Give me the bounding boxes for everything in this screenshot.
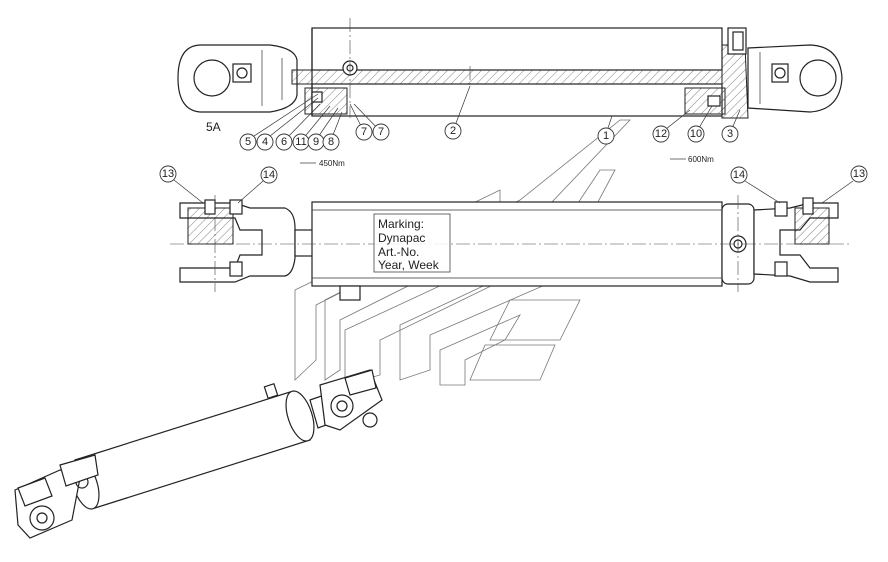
svg-text:11: 11 (295, 136, 306, 148)
svg-text:1: 1 (603, 130, 609, 142)
torque-note-right: 600Nm (688, 155, 714, 164)
callout-1: 1 (597, 127, 615, 145)
callout-4: 4 (256, 133, 274, 151)
svg-text:2: 2 (450, 125, 456, 137)
svg-text:14: 14 (263, 169, 275, 181)
callout-7a: 7 (355, 123, 373, 141)
svg-text:7: 7 (378, 126, 384, 138)
marking-line-4: Year, Week (378, 258, 440, 272)
callout-2: 2 (444, 122, 462, 140)
callout-5: 5 (239, 133, 257, 151)
marking-line-1: Marking: (378, 217, 424, 231)
svg-text:13: 13 (162, 168, 174, 180)
section-view-top (177, 18, 843, 119)
callout-10: 10 (687, 125, 705, 143)
isometric-view (14, 369, 383, 539)
view-label: 5A (206, 120, 221, 134)
callout-14a: 14 (260, 166, 278, 184)
callout-8: 8 (322, 133, 340, 151)
torque-note-left: 450Nm (319, 159, 345, 168)
svg-text:7: 7 (361, 126, 367, 138)
svg-text:10: 10 (690, 128, 702, 140)
callout-13b: 13 (850, 165, 868, 183)
svg-text:12: 12 (655, 128, 667, 140)
svg-text:9: 9 (313, 136, 319, 148)
exterior-view-middle (170, 195, 850, 301)
marking-line-2: Dynapac (378, 231, 425, 245)
callout-3: 3 (721, 125, 739, 143)
callout-bubbles: 5 4 6 11 9 8 7 7 2 1 12 10 3 13 14 14 13 (159, 122, 868, 184)
svg-text:8: 8 (328, 136, 334, 148)
callout-6: 6 (275, 133, 293, 151)
callout-14b: 14 (730, 166, 748, 184)
callout-13a: 13 (159, 165, 177, 183)
marking-line-3: Art.-No. (378, 245, 419, 259)
callout-9: 9 (307, 133, 325, 151)
svg-text:3: 3 (727, 128, 733, 140)
svg-text:14: 14 (733, 169, 745, 181)
svg-text:13: 13 (853, 168, 865, 180)
callout-7b: 7 (372, 123, 390, 141)
callout-11: 11 (292, 133, 310, 151)
svg-text:4: 4 (262, 136, 268, 148)
callout-12: 12 (652, 125, 670, 143)
svg-text:6: 6 (281, 136, 287, 148)
marking-box: Marking: Dynapac Art.-No. Year, Week (373, 213, 451, 273)
svg-text:5: 5 (245, 136, 251, 148)
